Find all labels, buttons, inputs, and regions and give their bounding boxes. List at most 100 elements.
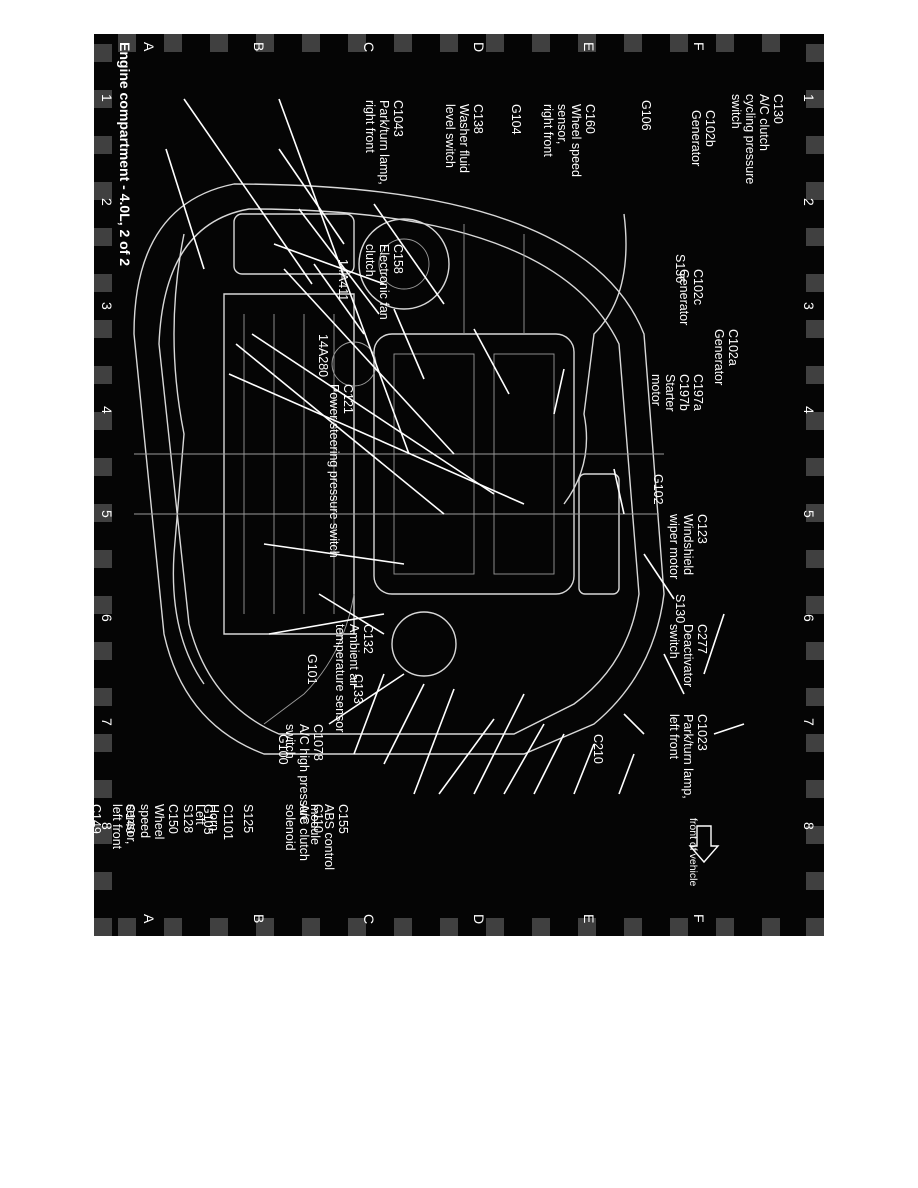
label-line: wiper motor: [667, 513, 681, 579]
grid-column-1-bottom: 1: [801, 94, 817, 102]
label-c1043: C1043Park/turn lamp,right front: [363, 100, 405, 185]
border-tick: [94, 136, 112, 154]
label-line: level switch: [443, 104, 457, 168]
label-line: module: [308, 804, 322, 845]
rotated-diagram-content: C130A/C clutchcycling pressureswitchC102…: [94, 42, 817, 924]
border-tick: [806, 642, 824, 660]
border-tick: [94, 780, 112, 798]
border-tick: [806, 90, 824, 108]
border-tick: [94, 458, 112, 476]
border-tick: [624, 918, 642, 936]
label-c130: C130A/C clutchcycling pressureswitch: [729, 94, 785, 184]
border-tick: [94, 550, 112, 568]
label-c140: C140: [123, 804, 137, 834]
border-tick: [94, 596, 112, 614]
border-tick: [94, 90, 112, 108]
label-line: S136: [673, 254, 687, 283]
border-tick: [210, 918, 228, 936]
border-tick: [532, 34, 550, 52]
label-s130: S130: [673, 594, 687, 623]
label-c1078: C1078A/C high pressureswitch: [283, 724, 325, 824]
border-tick: [806, 228, 824, 246]
border-tick: [806, 366, 824, 384]
label-line: Deactivator: [681, 624, 695, 687]
label-c210: C210: [591, 734, 605, 764]
label-line: C197b: [677, 374, 691, 411]
grid-row-C-left: C: [361, 42, 377, 52]
border-tick: [440, 34, 458, 52]
label-line: C1023: [695, 714, 709, 751]
border-tick: [806, 826, 824, 844]
label-line: Generator: [677, 269, 691, 325]
label-line: C110: [311, 804, 325, 833]
label-line: left front: [667, 714, 681, 760]
border-tick: [348, 34, 366, 52]
label-line: C150: [166, 804, 180, 834]
border-tick: [94, 872, 112, 890]
border-tick: [164, 34, 182, 52]
border-tick: [806, 780, 824, 798]
border-tick: [806, 182, 824, 200]
border-tick: [670, 34, 688, 52]
border-tick: [806, 274, 824, 292]
border-tick: [806, 136, 824, 154]
label-line: C140: [123, 804, 137, 834]
label-c102c: C102cGenerator: [677, 269, 705, 325]
label-line: A/C high pressure: [297, 724, 311, 824]
label-line: 14A411: [336, 259, 350, 301]
label-s136: S136: [673, 254, 687, 283]
label-line: G102: [651, 474, 665, 505]
label-line: Wheel: [152, 804, 166, 839]
border-tick: [532, 918, 550, 936]
border-tick: [624, 34, 642, 52]
label-c160: C160Wheel speedsensor,right front: [541, 104, 597, 177]
label-line: switch: [283, 724, 297, 759]
border-tick: [94, 642, 112, 660]
grid-column-5-top: 5: [99, 510, 115, 518]
front-of-vehicle-indicator: front of vehicle: [687, 818, 720, 886]
label-line: C149: [94, 804, 103, 834]
border-tick: [806, 320, 824, 338]
label-line: C1101: [221, 804, 235, 840]
label-line: G101: [305, 654, 319, 685]
label-g106: G106: [639, 100, 653, 131]
label-line: G100: [276, 734, 290, 765]
grid-column-2-top: 2: [99, 198, 115, 206]
border-tick: [94, 826, 112, 844]
label-c155: C155ABS controlmodule: [308, 804, 350, 870]
label-line: solenoid: [283, 804, 297, 851]
border-tick: [94, 44, 112, 62]
label-line: ABS control: [322, 804, 336, 870]
grid-column-3-top: 3: [99, 302, 115, 310]
border-tick: [94, 320, 112, 338]
label-c102b: C102bGenerator: [689, 110, 717, 166]
border-tick: [806, 872, 824, 890]
border-tick: [394, 918, 412, 936]
grid-row-A-left: A: [141, 42, 157, 52]
label-line: Generator: [689, 110, 703, 166]
label-line: Ambient air: [347, 624, 361, 687]
border-tick: [670, 918, 688, 936]
border-tick: [806, 504, 824, 522]
grid-column-7-bottom: 7: [801, 718, 817, 726]
label-line: speed: [138, 804, 152, 838]
label-line: motor: [649, 374, 663, 406]
label-line: C155: [336, 804, 350, 834]
label-line: C160: [583, 104, 597, 134]
label-c123: C123Windshieldwiper motor: [667, 513, 709, 579]
border-tick: [94, 274, 112, 292]
border-tick: [716, 918, 734, 936]
label-line: left front: [110, 804, 124, 850]
border-tick: [94, 918, 112, 936]
label-line: Starter: [663, 374, 677, 412]
component-labels: C130A/C clutchcycling pressureswitchC102…: [94, 94, 785, 870]
border-tick: [164, 918, 182, 936]
border-tick: [256, 34, 274, 52]
border-tick: [94, 734, 112, 752]
label-c149: C149Brakeboostersensor: [94, 804, 103, 846]
label-line: switch: [667, 624, 681, 659]
label-14a411: 14A411: [336, 259, 350, 301]
border-tick: [578, 918, 596, 936]
label-line: C158: [391, 244, 405, 274]
